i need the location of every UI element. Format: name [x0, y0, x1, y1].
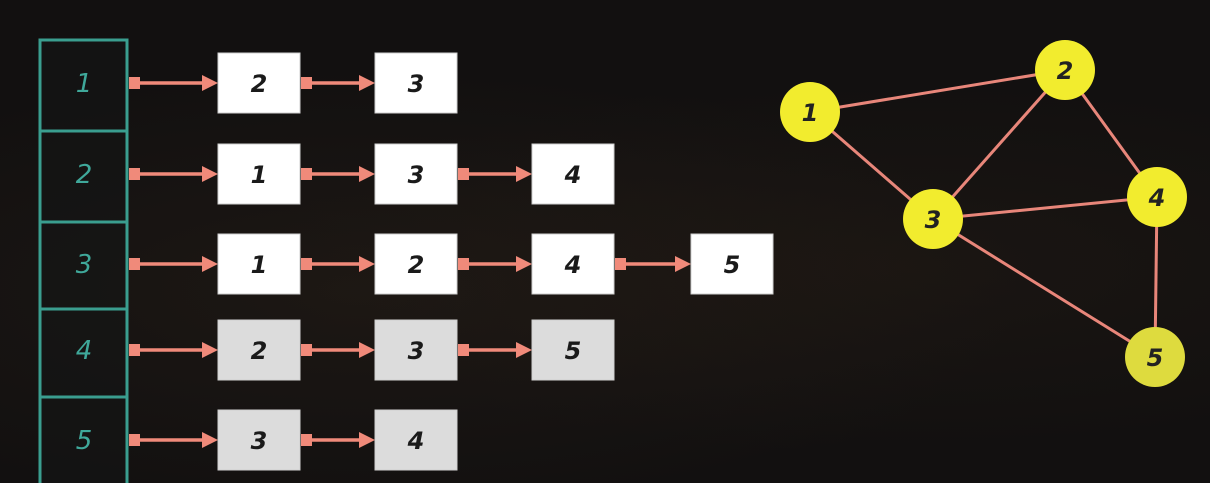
- pointer-square: [129, 258, 140, 270]
- graph-vertices: 1 2 3 4 5: [780, 40, 1187, 387]
- graph-vertex-label: 3: [925, 206, 942, 234]
- array-index-label: 3: [76, 250, 93, 280]
- arrow-head: [359, 342, 375, 358]
- pointer-square: [301, 77, 312, 89]
- graph-edges: [809, 68, 1159, 359]
- graph-vertex-label: 4: [1148, 184, 1166, 212]
- arrow-head: [202, 75, 218, 91]
- arrow-head: [359, 256, 375, 272]
- arrow-head: [359, 432, 375, 448]
- graph-vertex-5: [1125, 327, 1185, 387]
- link-arrow: [301, 166, 375, 182]
- graph-edge-2-3: [931, 69, 1067, 220]
- list-node: [531, 319, 615, 381]
- list-node: [217, 319, 301, 381]
- arrow-head: [359, 75, 375, 91]
- link-arrow: [129, 166, 218, 182]
- linked-lists: 2 3 1 3 4 1 2 4 5 2 3 5 3 4: [129, 52, 774, 471]
- arrow-head: [202, 166, 218, 182]
- link-arrow: [458, 256, 532, 272]
- list-node-label: 3: [251, 427, 268, 455]
- pointer-square: [458, 258, 469, 270]
- link-arrow: [615, 256, 691, 272]
- pointer-square: [129, 168, 140, 180]
- link-arrow: [301, 75, 375, 91]
- index-array: 1 2 3 4 5: [38, 38, 129, 483]
- array-index-label: 5: [76, 426, 93, 456]
- link-arrow: [129, 75, 218, 91]
- array-cell-4: [38, 307, 129, 399]
- graph-vertex-label: 5: [1147, 344, 1164, 372]
- array-cell-5: [38, 395, 129, 483]
- link-arrow: [129, 256, 218, 272]
- list-node-label: 3: [408, 70, 425, 98]
- arrow-head: [516, 166, 532, 182]
- pointer-square: [301, 344, 312, 356]
- pointer-square: [301, 434, 312, 446]
- list-node-label: 5: [724, 251, 741, 279]
- graph-vertex-1: [780, 82, 840, 142]
- array-index-label: 1: [76, 69, 93, 99]
- pointer-square: [458, 344, 469, 356]
- list-node: [217, 233, 301, 295]
- pointer-square: [129, 77, 140, 89]
- link-arrow: [129, 342, 218, 358]
- arrow-head: [202, 256, 218, 272]
- list-node-label: 2: [251, 337, 268, 365]
- list-node-label: 4: [564, 251, 582, 279]
- list-node: [374, 233, 458, 295]
- graph-vertex-3: [903, 189, 963, 249]
- pointer-square: [301, 258, 312, 270]
- array-index-label: 4: [76, 336, 93, 366]
- arrow-head: [675, 256, 691, 272]
- pointer-square: [615, 258, 626, 270]
- arrow-head: [359, 166, 375, 182]
- list-node: [374, 52, 458, 114]
- link-arrow: [458, 166, 532, 182]
- list-node-label: 3: [408, 337, 425, 365]
- arrow-head: [202, 342, 218, 358]
- list-node: [531, 143, 615, 205]
- link-arrow: [129, 432, 218, 448]
- pointer-square: [129, 344, 140, 356]
- list-node: [374, 409, 458, 471]
- list-node: [374, 319, 458, 381]
- list-node: [217, 143, 301, 205]
- array-cell-1: [38, 38, 129, 133]
- link-arrow: [301, 342, 375, 358]
- list-node: [217, 409, 301, 471]
- list-node-label: 3: [408, 161, 425, 189]
- link-arrow: [301, 432, 375, 448]
- pointer-square: [458, 168, 469, 180]
- list-node-label: 4: [564, 161, 582, 189]
- list-node: [374, 143, 458, 205]
- list-node: [531, 233, 615, 295]
- pointer-square: [129, 434, 140, 446]
- graph-edge-1-2: [809, 68, 1066, 114]
- arrow-head: [516, 342, 532, 358]
- graph-vertex-4: [1127, 167, 1187, 227]
- graph-vertex-label: 1: [802, 99, 819, 127]
- link-arrow: [301, 256, 375, 272]
- pointer-square: [301, 168, 312, 180]
- graph-edge-3-4: [932, 195, 1158, 221]
- list-node-label: 1: [251, 251, 268, 279]
- list-node-label: 2: [251, 70, 268, 98]
- arrow-head: [516, 256, 532, 272]
- list-node-label: 4: [407, 427, 425, 455]
- array-index-label: 2: [76, 160, 93, 190]
- link-arrow: [458, 342, 532, 358]
- list-node-label: 2: [408, 251, 425, 279]
- list-node-label: 5: [565, 337, 582, 365]
- graph-vertex-2: [1035, 40, 1095, 100]
- list-node: [690, 233, 774, 295]
- graph-vertex-label: 2: [1057, 57, 1074, 85]
- graph-edge-3-5: [932, 217, 1156, 359]
- list-node-label: 1: [251, 161, 268, 189]
- list-node: [217, 52, 301, 114]
- arrow-head: [202, 432, 218, 448]
